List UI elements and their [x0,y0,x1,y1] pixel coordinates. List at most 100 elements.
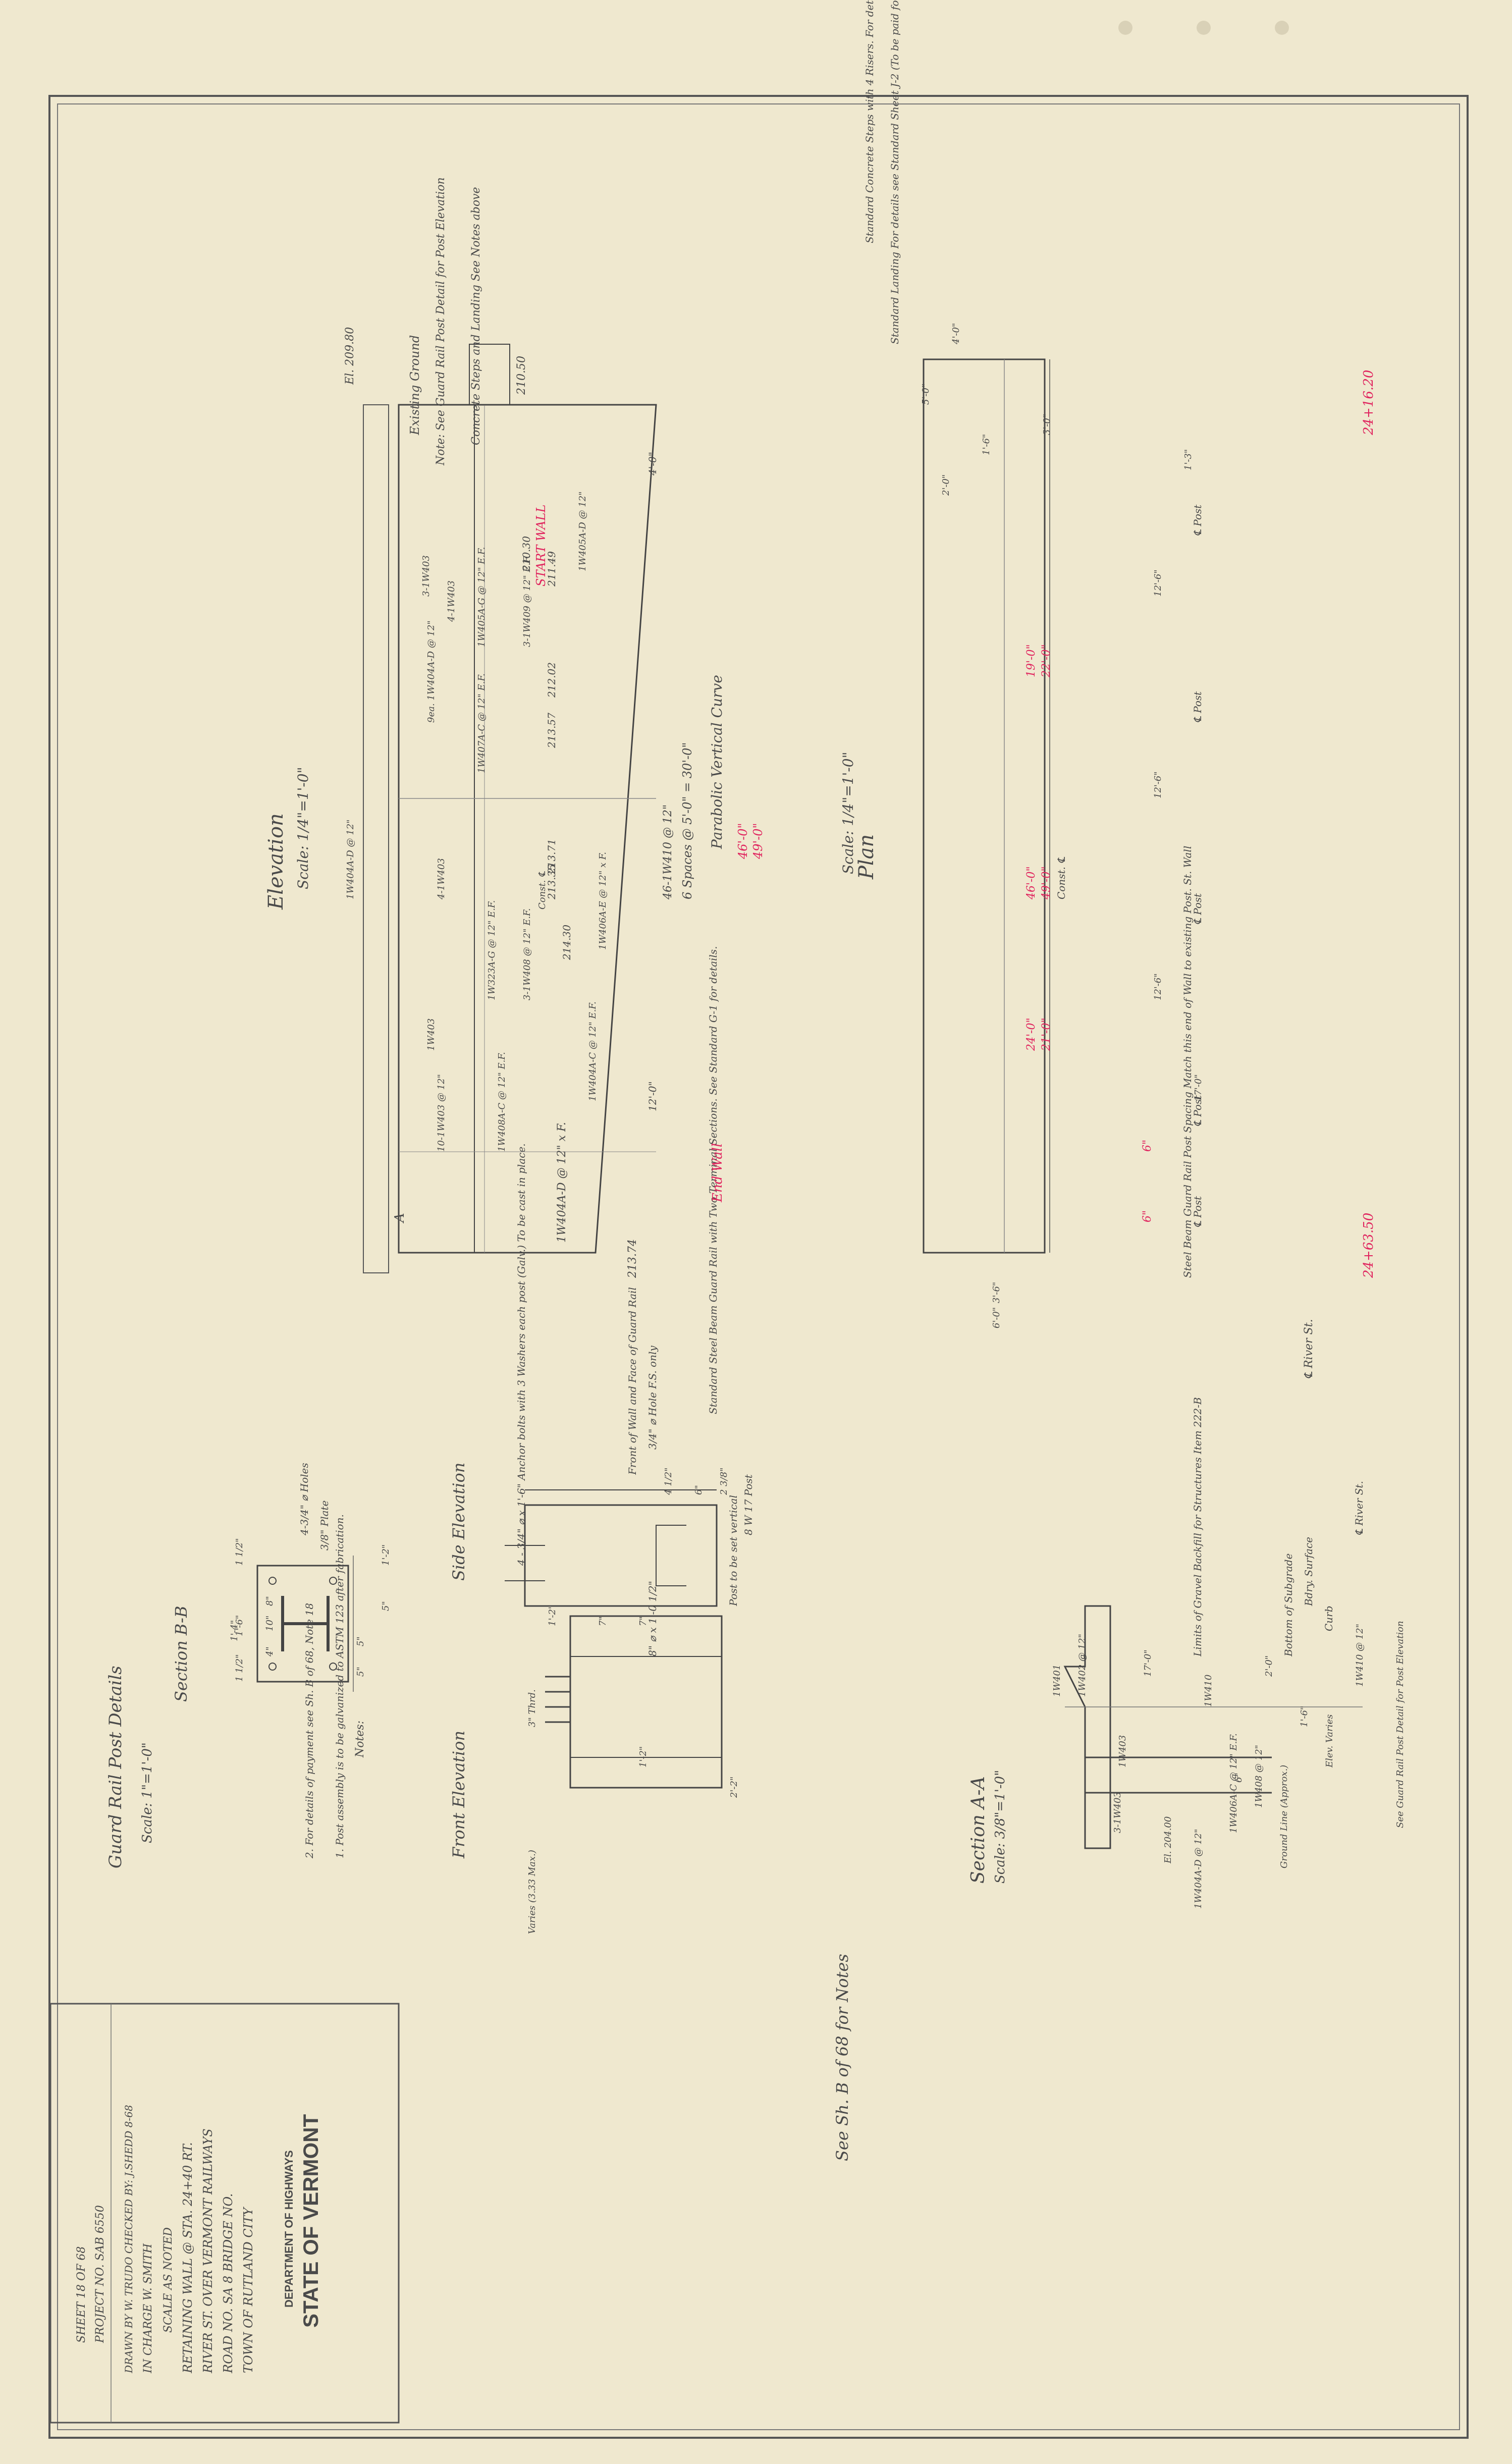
plan-dim-9: 3'-6" [991,1282,1002,1303]
aa-label-18: 1'-6" [1299,1706,1310,1727]
elev-ground: Existing Ground [408,335,422,436]
plan-red-dim-2: 22'-0" [1040,644,1053,678]
elev-el2: 210.50 [515,356,528,395]
tb-road: ROAD NO. SA 8 BRIDGE NO. [221,2193,235,2374]
tb-town: TOWN OF RUTLAND CITY [241,2207,255,2373]
plan-red-dim-8: 6" [1141,1210,1154,1222]
elev-red-dim-1: 46'-0" [736,823,750,860]
plan-guard-note: Steel Beam Guard Rail Post Spacing Match… [1181,846,1194,1278]
elev-label-11: 1W408A-C @ 12" E.F. [497,1052,507,1152]
plan-dim-5: 12'-6" [1153,569,1163,597]
plan-landing-note: Standard Landing For details see Standar… [889,0,901,344]
elev-label-18: 1W405A-D @ 12" [577,492,588,571]
side-label-8: 2 3/8" [719,1468,729,1495]
side-label-4: 4 - 3/4" ⌀ x 1'-6" Anchor bolts with 3 W… [515,1143,527,1566]
plan-sta-start: 24+16.20 [1361,370,1376,436]
plan-sta-end: 24+63.50 [1361,1213,1376,1278]
tb-department: DEPARTMENT OF HIGHWAYS [283,2150,295,2308]
elev-label-2: 211.49 [546,551,558,587]
elev-title: Elevation [264,813,288,910]
elev-label-19: 1W404A-C @ 12" E.F. [587,1001,598,1101]
inner-border [57,103,1460,2430]
gr-details-title: Guard Rail Post Details [105,1666,126,1868]
aa-label-2: Curb [1323,1605,1335,1631]
aa-label-7: See Guard Rail Post Detail for Post Elev… [1395,1621,1406,1828]
aa-label-16: 17'-0" [1143,1649,1153,1677]
tb-project: PROJECT NO. SAB 6550 [94,2205,106,2343]
side-label-2: 3/4" ⌀ Hole F.S. only [646,1346,659,1450]
bb-label-2: 3/8" Plate [318,1501,331,1550]
bb-label-1: 4-3/4" ⌀ Holes [298,1463,310,1536]
aa-label-3: Bdry. Surface [1303,1537,1315,1606]
front-label-2: 2'-2" [729,1777,739,1798]
plan-steps-note: Standard Concrete Steps with 4 Risers. F… [863,0,876,243]
plan-red-dim-3: 46'-0" [1025,866,1038,900]
plan-post-3: ℄ Post [1192,893,1204,925]
tb-river: RIVER ST. OVER VERMONT RAILWAYS [201,2128,215,2374]
bb-label-5: 1'-6" [234,1615,245,1636]
guard-rail-details: 4-3/4" ⌀ Holes 3/8" Plate 1'-2" 5" 1'-6"… [105,946,754,1934]
plan-red-dim-6: 21'-0" [1040,1017,1053,1051]
elev-label-26: Const. ℄ [537,871,548,909]
plan-dim-11: 1'-3" [1183,449,1194,470]
elev-label-16: 1W404A-D @ 12" [345,820,356,899]
aa-label-20: 6" [1233,1773,1244,1783]
elev-label-20: 3-1W403 [421,555,431,597]
side-label-6: Post to be set vertical [727,1495,739,1606]
front-elevation: Front Elevation 3" Thrd. 2'-2" 1'-2" Var… [449,1615,739,1934]
elev-label-21: 4-1W403 [446,580,457,622]
plan-scale: Scale: 1/4"=1'-0" [840,752,856,874]
bb-label-3: 1'-2" [381,1544,391,1566]
plan-post-2: ℄ Post [1192,691,1204,723]
notes-block: Notes: 1. Post assembly is to be galvani… [303,1514,366,1859]
gr-details-scale: Scale: 1"=1'-0" [140,1742,155,1843]
notes-title: Notes: [354,1721,366,1758]
punch-hole [1197,21,1211,35]
plan-dim-12: 3'-0" [1042,414,1052,435]
aa-scale: Scale: 3/8"=1'-0" [993,1770,1008,1884]
punch-hole [1118,21,1132,35]
side-label-5: 8 W 17 Post [742,1474,754,1535]
side-label-11: 1'-2" [547,1605,558,1626]
section-bb: 4-3/4" ⌀ Holes 3/8" Plate 1'-2" 5" 1'-6"… [172,1463,391,1702]
elev-label-14: 3-1W408 @ 12" E.F. [522,908,532,1000]
plan-dim-8: 17'-0" [1193,1074,1204,1101]
aa-label-13: 1W401 [1052,1665,1062,1697]
tb-wall: RETAINING WALL @ STA. 24+40 RT. [181,2142,195,2374]
elev-red-dim-2: 49'-0" [751,823,765,860]
bb-label-13: 1 1/2" [234,1538,245,1566]
elev-el3: 213.74 [626,1239,639,1278]
aa-label-6: 1W410 @ 12" [1355,1624,1365,1687]
elev-label-24: 4-1W403 [436,858,447,900]
outer-border [48,95,1469,2439]
elevation-view: Elevation Scale: 1/4"=1'-0" Parabolic Ve… [264,177,765,1278]
plan-dim-4: 1'-6" [981,434,992,455]
plan-post-4: ℄ Post [1192,1095,1204,1127]
elev-curve: Parabolic Vertical Curve [709,675,725,849]
tb-scale: SCALE AS NOTED [162,2227,175,2333]
aa-label-17: 2'-0" [1264,1655,1274,1677]
section-aa: Section A-A Scale: 3/8"=1'-0" ℄ River St… [968,1397,1406,1909]
elev-section-mark: A [392,1213,407,1223]
tb-in-charge: IN CHARGE W. SMITH [142,2243,154,2374]
note-2: 2. For details of payment see Sh. B of 6… [303,1603,315,1859]
elev-label-15: 1W406A-E @ 12" x F. [598,852,608,950]
aa-label-5: Limits of Gravel Backfill for Structures… [1192,1397,1204,1657]
side-label-3: Front of Wall and Face of Guard Rail [626,1287,638,1475]
front-label-4: Varies (3.33 Max.) [527,1850,537,1934]
aa-label-8: Elev. Varies [1324,1715,1335,1768]
aa-label-4: Bottom of Subgrade [1282,1554,1294,1657]
elev-steps-note: Concrete Steps and Landing See Notes abo… [470,187,482,445]
bb-label-8: 8" [264,1596,275,1606]
elev-label-13: 3-1W409 @ 12" E.F. [522,555,532,647]
aa-label-19: 1W410 [1203,1675,1214,1707]
bb-label-7: 10" [264,1616,275,1631]
elev-label-25: 1W403 [426,1019,437,1051]
side-label-7: 8" ⌀ x 1'-0 1/2" [646,1581,659,1656]
bb-label-4: 5" [381,1601,391,1611]
bb-label-10: 5" [355,1636,366,1646]
plan-dim-6: 12'-6" [1153,771,1163,798]
rubble-foundation [363,404,389,1273]
plan-dim-1: 4'-0" [951,323,961,345]
